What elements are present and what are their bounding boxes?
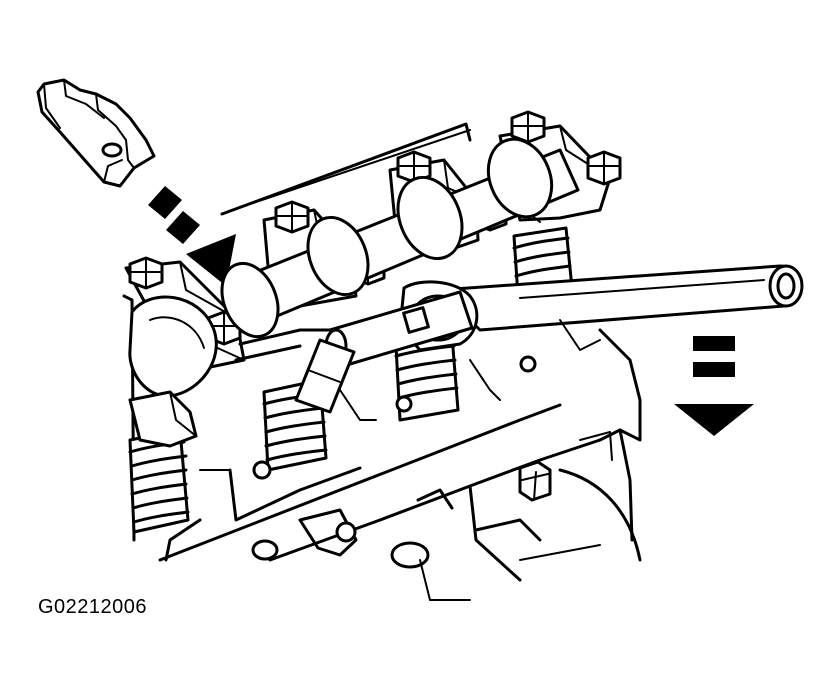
rocker-arm-part — [36, 78, 156, 188]
cap-bolt — [128, 256, 164, 290]
head-bolt — [518, 460, 552, 502]
cap-bolt — [396, 150, 432, 184]
cap-bolt — [586, 150, 622, 186]
camshaft — [128, 137, 580, 398]
cap-bolt — [274, 200, 310, 234]
rocker-arm-installed — [128, 390, 198, 448]
dashed-arrow-down-icon — [674, 336, 754, 436]
cap-bolt — [510, 110, 546, 144]
head-details — [199, 319, 613, 601]
valve-spring — [512, 226, 574, 298]
figure-code: G02212006 — [38, 596, 148, 618]
dashed-arrow-down-right-icon — [148, 186, 236, 286]
valve-spring-compressor-tool — [234, 264, 804, 414]
